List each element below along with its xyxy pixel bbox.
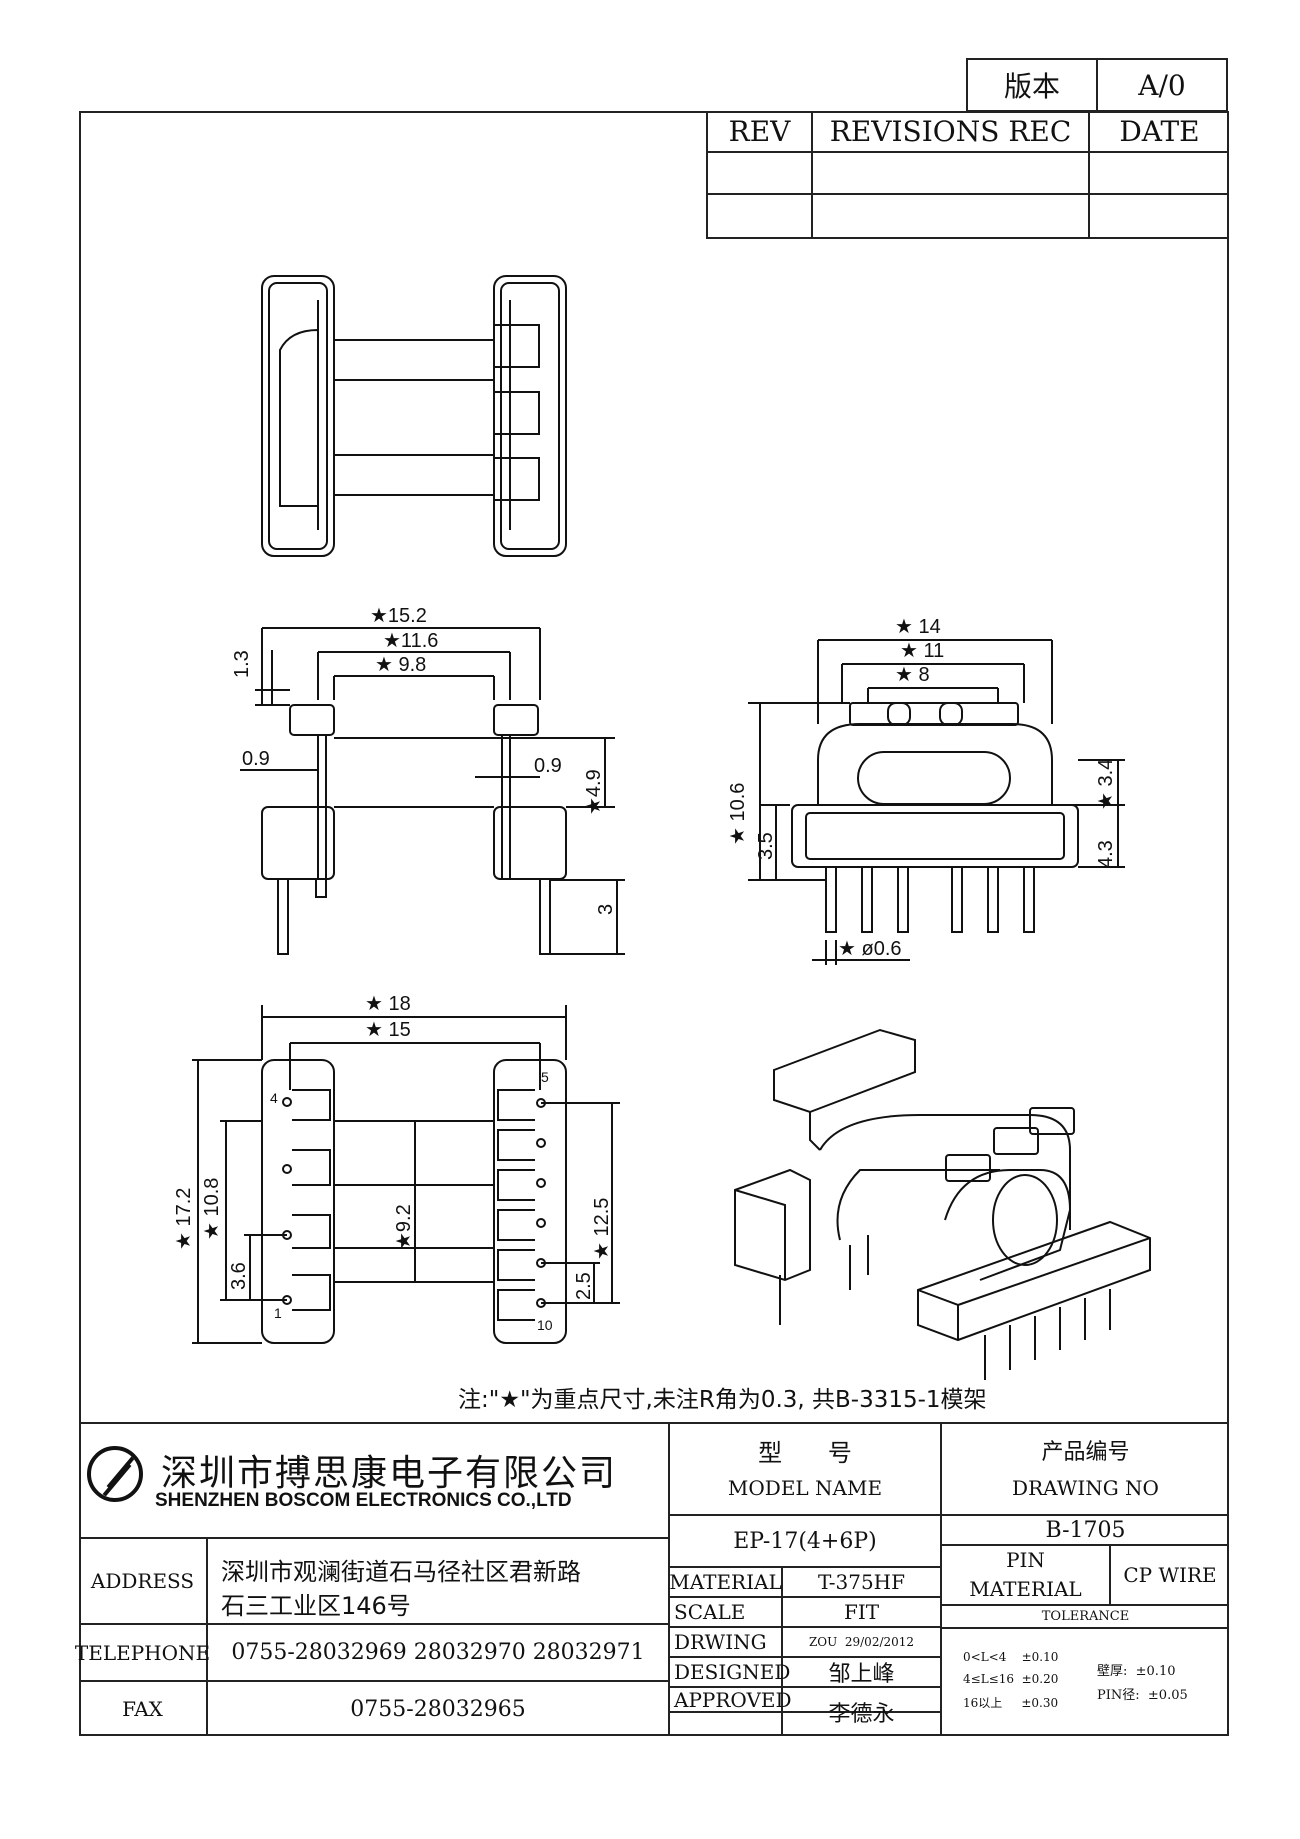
dim-b1: ★ 9.8	[375, 654, 426, 676]
tolerance-label: TOLERANCE	[1041, 1609, 1130, 1624]
dim-f: ★ 17.2	[173, 1188, 195, 1250]
drwing-value: ZOU 29/02/2012	[808, 1635, 915, 1649]
dim-right-09: 0.9	[534, 755, 562, 777]
dim-b: ★11.6	[383, 630, 438, 652]
model-name-en: MODEL NAME	[727, 1476, 883, 1500]
drwing-label: DRWING	[674, 1630, 767, 1654]
approved-value: 李德永	[828, 1702, 895, 1727]
company-name-cn: 深圳市搏思康电子有限公司	[161, 1453, 618, 1494]
pin-material-label-2: MATERIAL	[969, 1577, 1082, 1601]
dim-3: 3	[595, 904, 617, 915]
isometric-view	[734, 1028, 1151, 1380]
date-header: DATE	[1119, 114, 1200, 148]
version-value: A/0	[1138, 68, 1186, 102]
dim-d: ★ 18	[365, 993, 411, 1015]
dim-n: ★ 11	[900, 640, 944, 662]
revisions-rec-header: REVISIONS REC	[829, 114, 1072, 148]
scale-value: FIT	[843, 1600, 880, 1624]
tolerance-1: 0<L<4 ±0.10	[963, 1650, 1059, 1664]
drawing-no-en: DRAWING NO	[1012, 1476, 1159, 1500]
dim-h: 3.6	[228, 1262, 250, 1290]
side-view	[748, 639, 1125, 965]
version-label: 版本	[968, 60, 1098, 110]
dim-s: ★ ø0.6	[838, 938, 902, 960]
model-value: EP-17(4+6P)	[733, 1528, 877, 1554]
approved-label: APPROVED	[674, 1687, 792, 1712]
pin-label-4: 4	[270, 1090, 278, 1106]
company-name-en: SHENZHEN BOSCOM ELECTRONICS CO.,LTD	[155, 1490, 572, 1511]
material-label: MATERIAL	[669, 1570, 782, 1594]
technical-drawing: ★15.2 ★11.6 ★ 9.8 1.3 0.9 0.9 ★4.9 3 ★ 1…	[173, 275, 1151, 1380]
tolerance-2: 4≤L≤16 ±0.20	[963, 1672, 1059, 1686]
dim-q: ★ 3.4	[1095, 759, 1117, 810]
dim-g: ★ 10.8	[201, 1178, 223, 1240]
drawing-no-cn: 产品编号	[1041, 1440, 1130, 1465]
rev-header: REV	[728, 114, 791, 148]
drawing-no-value: B-1705	[1045, 1517, 1126, 1543]
drawing-frame	[79, 111, 1229, 1736]
dim-m: ★ 8	[895, 664, 930, 686]
dim-j: ★ 12.5	[591, 1198, 613, 1260]
title-block: 深圳市搏思康电子有限公司 SHENZHEN BOSCOM ELECTRONICS…	[74, 1422, 1229, 1736]
revision-table: REV REVISIONS REC DATE	[706, 111, 1229, 239]
dim-a: ★15.2	[370, 605, 427, 627]
dim-13: 1.3	[231, 650, 253, 678]
dim-o: ★ 10.6	[727, 783, 749, 845]
pin-label-5: 5	[541, 1069, 549, 1085]
dim-i: 2.5	[573, 1272, 595, 1300]
model-name-cn: 型 号	[758, 1438, 852, 1467]
dim-p: 3.5	[755, 832, 777, 860]
address-line1: 深圳市观澜街道石马径社区君新路	[221, 1558, 581, 1586]
drawing-note: 注:"★"为重点尺寸,未注R角为0.3, 共B-3315-1模架	[458, 1387, 987, 1413]
tolerance-wall: 壁厚: ±0.10	[1097, 1664, 1176, 1679]
address-line2: 石三工业区146号	[221, 1592, 411, 1620]
address-label: ADDRESS	[90, 1569, 195, 1593]
tolerance-3: 16以上 ±0.30	[963, 1696, 1059, 1710]
fax-label: FAX	[122, 1697, 163, 1721]
dim-r: 4.3	[1095, 840, 1117, 868]
scale-label: SCALE	[674, 1600, 746, 1624]
telephone-label: TELEPHONE	[74, 1640, 211, 1665]
dim-c: ★4.9	[583, 769, 605, 815]
top-view	[261, 275, 567, 557]
material-value: T-375HF	[817, 1570, 905, 1594]
designed-label: DESIGNED	[674, 1660, 791, 1684]
dim-l: ★ 14	[895, 616, 941, 638]
pin-label-1: 1	[274, 1305, 282, 1321]
bottom-view	[192, 1005, 620, 1344]
front-view	[240, 627, 625, 955]
designed-value: 邹上峰	[828, 1662, 895, 1687]
tolerance-pin: PIN径: ±0.05	[1097, 1688, 1188, 1703]
dim-k: ★9.2	[393, 1204, 415, 1250]
fax-value: 0755-28032965	[350, 1696, 526, 1722]
pin-label-10: 10	[537, 1317, 553, 1333]
dim-e: ★ 15	[365, 1019, 411, 1041]
telephone-value: 0755-28032969 28032970 28032971	[231, 1640, 645, 1665]
dim-left-09: 0.9	[242, 748, 270, 770]
company-logo	[87, 1446, 143, 1502]
pin-material-label-1: PIN	[1006, 1548, 1045, 1572]
pin-material-value: CP WIRE	[1123, 1563, 1217, 1587]
